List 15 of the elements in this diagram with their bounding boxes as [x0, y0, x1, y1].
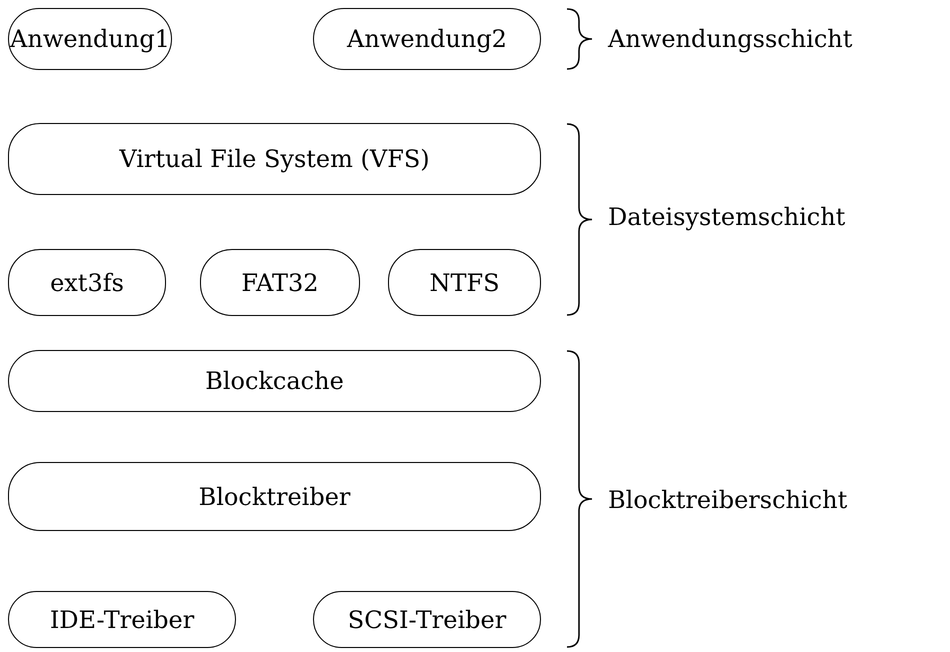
- box-text: Blocktreiber: [198, 482, 350, 510]
- rounded-box: [8, 462, 541, 531]
- rounded-box: [8, 123, 541, 195]
- layer-label: Anwendungsschicht: [608, 25, 852, 53]
- box-text: Blockcache: [205, 367, 344, 395]
- layer-label: Blocktreiberschicht: [608, 486, 848, 514]
- box-text: SCSI-Treiber: [348, 606, 506, 634]
- box-text: FAT32: [241, 268, 319, 296]
- box-text: Anwendung2: [347, 25, 507, 53]
- box-text: NTFS: [429, 268, 500, 296]
- box-text: IDE-Treiber: [50, 606, 194, 634]
- layer-label: Dateisystemschicht: [608, 203, 846, 231]
- box-text: Virtual File System (VFS): [119, 145, 430, 173]
- box-text: ext3fs: [50, 268, 124, 296]
- box-text: Anwendung1: [10, 25, 170, 53]
